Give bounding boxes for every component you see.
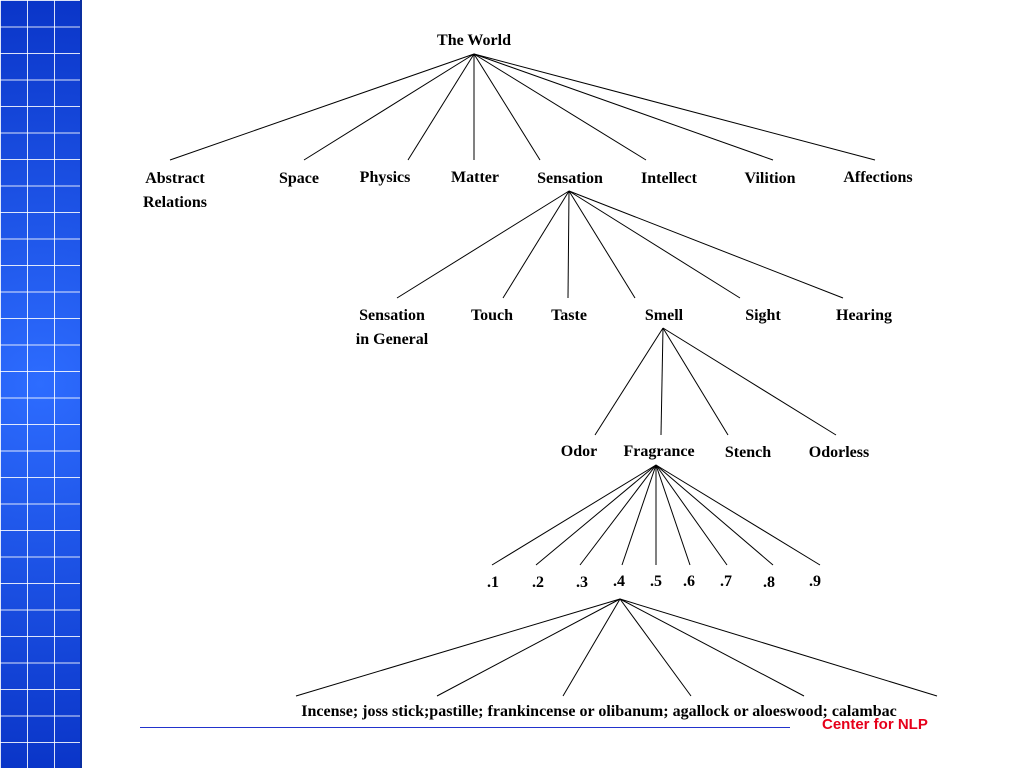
tree-node-level3: Odorless — [808, 444, 870, 461]
tree-node-level4: .7 — [720, 573, 732, 590]
footer-credit: Center for NLP — [822, 716, 928, 733]
tree-node-level2: Sight — [745, 307, 781, 324]
tree-node-level2: Smell — [644, 307, 684, 324]
tree-edge — [436, 598, 621, 697]
tree-edge — [407, 53, 475, 161]
tree-node-level4: .6 — [683, 573, 695, 590]
tree-edge — [655, 464, 691, 566]
tree-edge — [660, 327, 664, 436]
tree-edge — [568, 190, 636, 299]
tree-root-node: The World — [437, 32, 511, 49]
tree-node-level2: Hearing — [836, 307, 892, 324]
tree-edge — [502, 190, 570, 299]
tree-node-level1: Space — [279, 170, 319, 187]
tree-node-level1: Vilition — [744, 170, 796, 187]
tree-leaf-list: Incense; joss stick;pastille; frankincen… — [301, 703, 897, 720]
tree-edge — [619, 598, 692, 697]
tree-node-level4: .2 — [532, 574, 544, 591]
tree-edge — [473, 53, 774, 161]
tree-node-level2: Sensation in General — [355, 307, 429, 348]
tree-node-level4: .3 — [576, 574, 588, 591]
tree-node-level2: Touch — [470, 307, 514, 324]
tree-edge — [303, 53, 475, 161]
tree-node-level3: Odor — [560, 443, 598, 460]
tree-edge — [169, 53, 475, 161]
tree-node-level4: .8 — [763, 574, 775, 591]
tree-node-level3: Stench — [724, 444, 772, 461]
tree-node-level3: Fragrance — [623, 443, 695, 460]
tree-edge — [535, 464, 657, 566]
tree-edge — [562, 598, 621, 697]
tree-edge — [655, 464, 821, 566]
tree-edge — [568, 190, 844, 299]
tree-edge — [396, 190, 570, 299]
tree-edge — [655, 464, 774, 566]
tree-node-level4: .9 — [809, 573, 821, 590]
tree-node-level1: Physics — [359, 169, 411, 186]
tree-edge — [662, 327, 837, 436]
blue-tile-border — [0, 0, 82, 768]
tree-node-level2: Taste — [551, 307, 587, 324]
tree-edge — [655, 464, 728, 566]
tree-edge — [473, 53, 647, 161]
tree-edge — [491, 464, 657, 566]
tree-edge — [662, 327, 729, 436]
tree-node-level1: Matter — [451, 169, 499, 186]
tree-edge — [473, 53, 876, 161]
footer-rule — [140, 727, 790, 728]
tree-node-level4: .5 — [650, 573, 662, 590]
tree-edge — [473, 53, 541, 161]
tree-edge — [579, 464, 657, 566]
tree-node-level1: Affections — [843, 169, 913, 186]
tree-node-level4: .4 — [613, 573, 625, 590]
tree-edge — [619, 598, 805, 697]
tree-node-level4: .1 — [487, 574, 499, 591]
tree-edge — [567, 190, 570, 299]
tree-edge — [621, 464, 657, 566]
tree-edge — [568, 190, 741, 299]
tree-node-level1: Abstract Relations — [143, 170, 207, 211]
tree-edge — [295, 598, 621, 697]
tree-node-level1: Sensation — [537, 170, 603, 187]
tree-edge — [594, 327, 664, 436]
tree-node-level1: Intellect — [641, 170, 697, 187]
tree-edge — [619, 598, 938, 697]
